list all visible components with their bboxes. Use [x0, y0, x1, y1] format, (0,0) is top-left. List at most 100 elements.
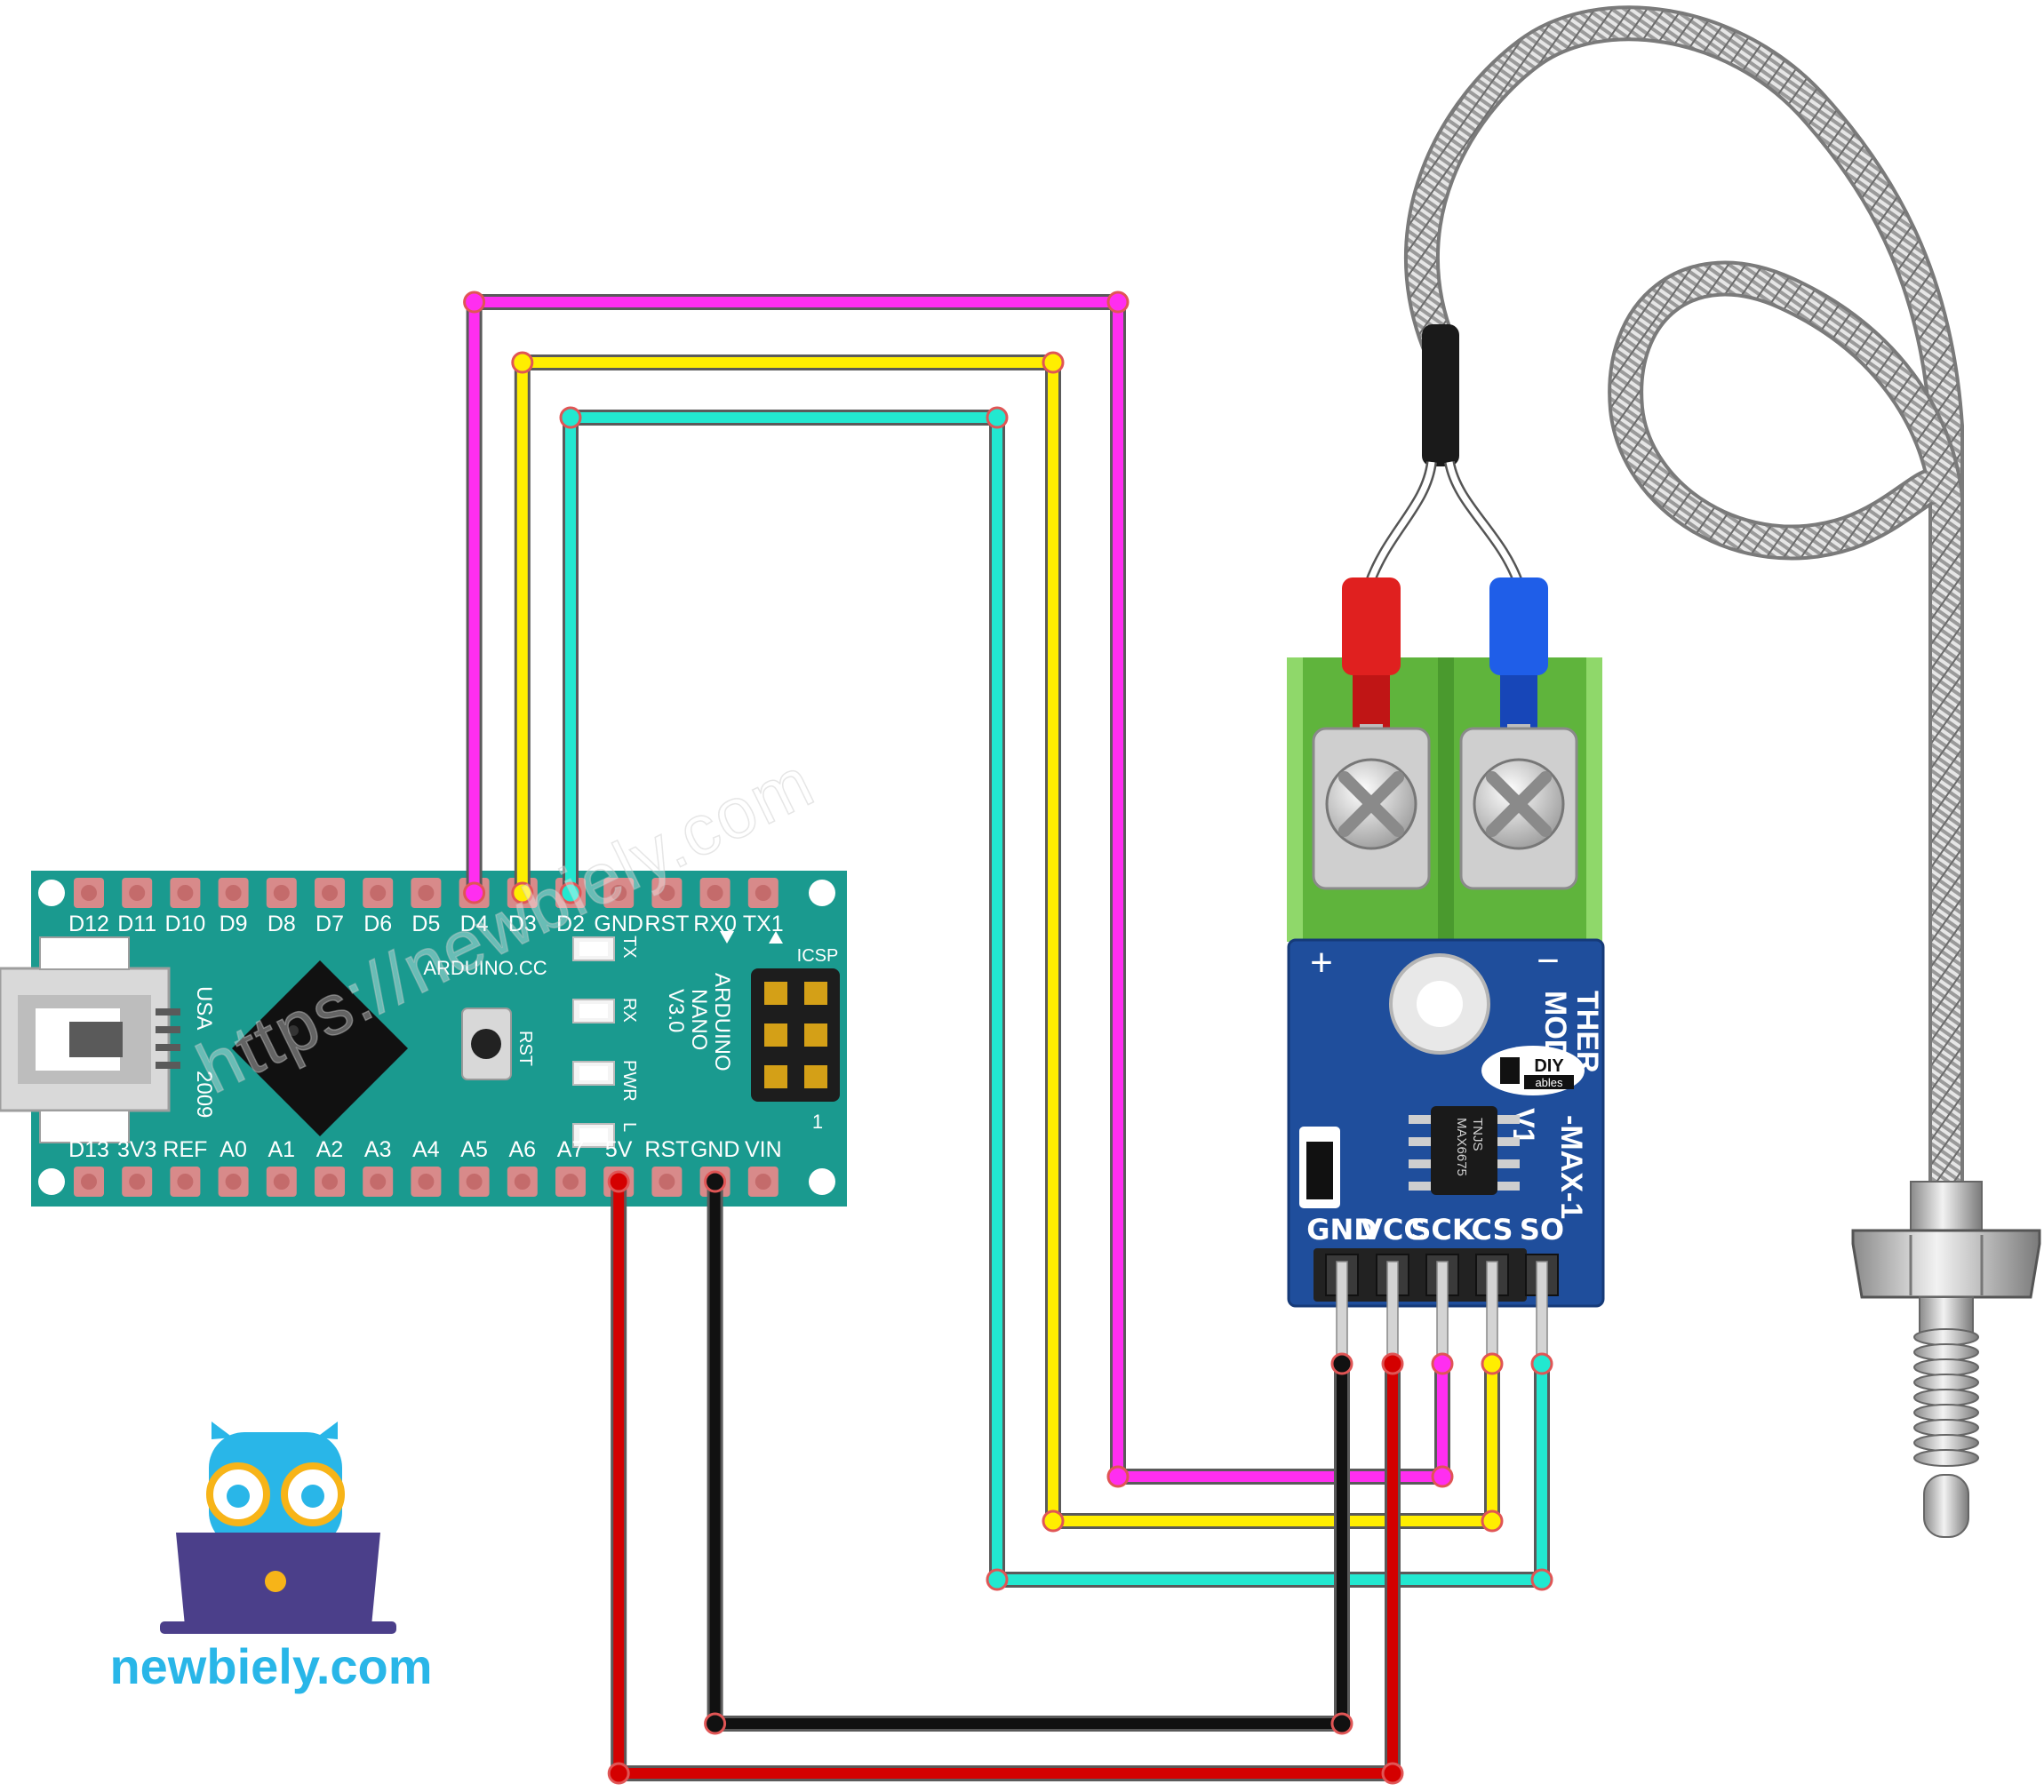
nano-pin-d10-top[interactable]: D10 [164, 878, 205, 936]
module-pin-sck[interactable] [1425, 1254, 1459, 1365]
module-pin-so[interactable] [1525, 1254, 1559, 1365]
wire-junction-dot [1042, 351, 1065, 374]
wire-junction-dot [1106, 291, 1130, 314]
nano-pin-a1-bottom[interactable]: A1 [266, 1137, 297, 1197]
max6675-chip: MAX6675 TNJS [1409, 1106, 1520, 1195]
nano-pin-label: A7 [557, 1137, 585, 1162]
nano-pin-label: D3 [508, 912, 537, 936]
wire-junction-dot [1381, 1352, 1404, 1375]
module-pin-label-gnd: GND [1306, 1213, 1377, 1246]
nano-pin-rst-top[interactable]: RST [644, 878, 689, 936]
rx-arrow-icon [720, 931, 734, 944]
nano-pin-d6-top[interactable]: D6 [363, 878, 394, 936]
nano-pin-d7-top[interactable]: D7 [315, 878, 345, 936]
module-pin-label-cs: CS [1471, 1213, 1513, 1246]
nano-pin-tx1-top[interactable]: TX1 [743, 878, 784, 936]
nano-pin-a0-bottom[interactable]: A0 [218, 1137, 249, 1197]
newbiely-owl-logo [160, 1422, 396, 1634]
nano-pin-label: A4 [412, 1137, 440, 1162]
wire-junction-dot [1042, 1509, 1065, 1533]
module-pin-header [1313, 1248, 1527, 1302]
minus-label: − [1537, 939, 1560, 983]
nano-pin-label: REF [163, 1137, 207, 1162]
arduino-brand: ARDUINO.CC [423, 957, 547, 979]
probe-thread [1913, 1434, 1979, 1452]
nano-pin-ref-bottom[interactable]: REF [163, 1137, 207, 1197]
nano-pin-d8-top[interactable]: D8 [266, 878, 297, 936]
nano-pin-label: D7 [315, 912, 344, 936]
probe-fitting [1851, 1181, 2041, 1538]
nano-pin-d11-top[interactable]: D11 [117, 878, 156, 936]
nano-pin-a7-bottom[interactable]: A7 [555, 1137, 586, 1197]
screw-clamp-positive [1312, 727, 1431, 890]
nano-pin-label: D8 [267, 912, 296, 936]
wire-junction-dot [1481, 1509, 1504, 1533]
nano-pin-label: GND [691, 1137, 740, 1162]
nano-pin-a2-bottom[interactable]: A2 [315, 1137, 345, 1197]
wire-junction-dot [607, 1762, 630, 1785]
nano-pin-label: D13 [68, 1137, 109, 1162]
probe-thread [1913, 1328, 1979, 1346]
led-l: L [572, 1122, 639, 1148]
svg-text:MAX6675: MAX6675 [1454, 1118, 1469, 1176]
nano-pin-vin-bottom[interactable]: VIN [745, 1137, 782, 1197]
nano-pin-label: D10 [164, 912, 205, 936]
year-label: 2009 [192, 1071, 216, 1118]
nano-pin-a5-bottom[interactable]: A5 [459, 1137, 490, 1197]
nano-pin-label: D6 [363, 912, 392, 936]
wire-gnd-to-gnd [704, 1170, 1353, 1735]
nano-pin-rx0-top[interactable]: RX0 [693, 878, 737, 936]
probe-thread [1913, 1358, 1979, 1376]
wire-junction-dot [1381, 1762, 1404, 1785]
wire-junction-dot [704, 1712, 727, 1735]
nano-pin-d12-top[interactable]: D12 [68, 878, 109, 936]
wire-junction-dot [511, 881, 534, 904]
nano-pin-label: D2 [556, 912, 585, 936]
wire-junction-dot [511, 351, 534, 374]
icsp-header [751, 968, 840, 1102]
module-pin-vcc[interactable] [1376, 1254, 1409, 1365]
nano-pin-d5-top[interactable]: D5 [411, 878, 442, 936]
nano-pin-d13-bottom[interactable]: D13 [68, 1137, 109, 1197]
svg-text:TNJS: TNJS [1470, 1118, 1485, 1151]
model-line-1: ARDUINO [710, 973, 734, 1071]
wire-junction-dot [1330, 1712, 1353, 1735]
nano-pin-3v3-bottom[interactable]: 3V3 [117, 1137, 156, 1197]
module-pin-cs[interactable] [1475, 1254, 1509, 1365]
probe-thread [1913, 1404, 1979, 1422]
mini-usb-connector [0, 936, 180, 1143]
nano-pin-label: D9 [220, 912, 248, 936]
wire-junction-dot [607, 1170, 630, 1193]
module-pin-label-vcc: VCC [1361, 1213, 1425, 1246]
wire-junction-dot [463, 881, 486, 904]
led-label: L [619, 1122, 639, 1132]
nano-pin-label: TX1 [743, 912, 784, 936]
nano-pin-label: D12 [68, 912, 109, 936]
wire-junction-dot [1106, 1465, 1130, 1488]
nano-pin-label: 5V [605, 1137, 633, 1162]
probe-thread [1913, 1419, 1979, 1437]
thermocouple-probe [1363, 5, 2041, 1538]
probe-thread [1913, 1389, 1979, 1406]
nano-pin-a6-bottom[interactable]: A6 [507, 1137, 538, 1197]
model-line-3: V3.0 [664, 989, 688, 1032]
nano-pin-gnd-top[interactable]: GND [594, 878, 643, 936]
wire-junction-dot [1431, 1352, 1454, 1375]
rst-button-label: RST [515, 1031, 535, 1066]
nano-pin-label: A3 [364, 1137, 392, 1162]
nano-pin-label: RX0 [693, 912, 737, 936]
module-pin-gnd[interactable] [1325, 1254, 1359, 1365]
diyables-logo: DIY ables [1481, 1046, 1585, 1095]
nano-pin-a3-bottom[interactable]: A3 [363, 1137, 394, 1197]
nano-pin-rst-bottom[interactable]: RST [644, 1137, 689, 1197]
wire-junction-dot [1431, 1465, 1454, 1488]
wire-d3-to-cs [511, 351, 1504, 1533]
reset-button[interactable] [461, 1008, 512, 1080]
nano-pin-label: D4 [460, 912, 489, 936]
nano-pin-d9-top[interactable]: D9 [218, 878, 249, 936]
wire-junction-dot [463, 291, 486, 314]
usa-label: USA [192, 986, 216, 1030]
red-ring-terminal [1342, 577, 1401, 760]
nano-pin-a4-bottom[interactable]: A4 [411, 1137, 442, 1197]
